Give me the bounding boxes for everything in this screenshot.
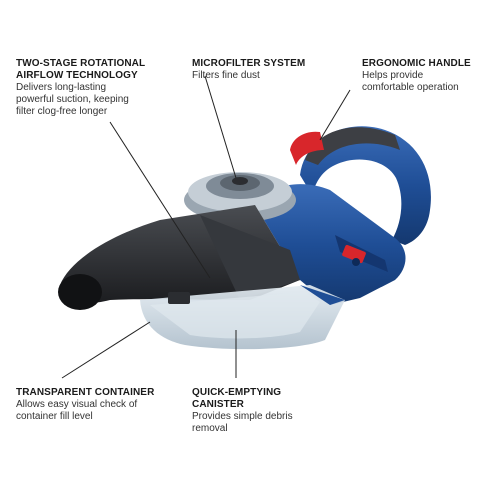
callout-ergonomic-desc-1: Helps provide	[362, 70, 424, 81]
ergonomic-handle	[290, 126, 431, 245]
nozzle-opening	[58, 274, 102, 310]
callout-airflow: TWO-STAGE ROTATIONAL AIRFLOW TECHNOLOGY …	[16, 58, 186, 118]
callout-airflow-title-2: AIRFLOW TECHNOLOGY	[16, 70, 138, 81]
callout-transparent-title: TRANSPARENT CONTAINER	[16, 387, 155, 398]
callout-microfilter-desc: Filters fine dust	[192, 70, 260, 81]
nozzle	[58, 205, 300, 310]
motor-body	[255, 184, 406, 305]
transparent-canister	[140, 285, 345, 350]
callout-microfilter-title: MICROFILTER SYSTEM	[192, 58, 306, 69]
microfilter-cap	[184, 172, 296, 222]
callout-transparent-desc-2: container fill level	[16, 411, 93, 422]
callout-ergonomic-title: ERGONOMIC HANDLE	[362, 58, 471, 69]
callout-quick-emptying: QUICK-EMPTYING CANISTER Provides simple …	[192, 387, 312, 435]
callout-airflow-desc-3: filter clog-free longer	[16, 106, 108, 117]
trigger-button	[290, 131, 324, 165]
callout-airflow-desc-1: Delivers long-lasting	[16, 82, 107, 93]
callout-ergonomic-desc-2: comfortable operation	[362, 82, 459, 93]
brand-badge	[342, 244, 366, 264]
callout-transparent-desc-1: Allows easy visual check of	[16, 399, 138, 410]
callout-airflow-desc-2: powerful suction, keeping	[16, 94, 129, 105]
callout-microfilter: MICROFILTER SYSTEM Filters fine dust	[192, 58, 312, 82]
power-indicator-icon	[352, 258, 360, 266]
callout-quick-desc-2: removal	[192, 423, 228, 434]
callout-quick-desc-1: Provides simple debris	[192, 411, 293, 422]
callout-quick-title-1: QUICK-EMPTYING	[192, 387, 282, 398]
callout-transparent: TRANSPARENT CONTAINER Allows easy visual…	[16, 387, 166, 423]
callout-ergonomic: ERGONOMIC HANDLE Helps provide comfortab…	[362, 58, 492, 94]
callout-quick-title-2: CANISTER	[192, 399, 244, 410]
callout-airflow-title-1: TWO-STAGE ROTATIONAL	[16, 58, 146, 69]
callout-leaders	[61, 75, 351, 379]
